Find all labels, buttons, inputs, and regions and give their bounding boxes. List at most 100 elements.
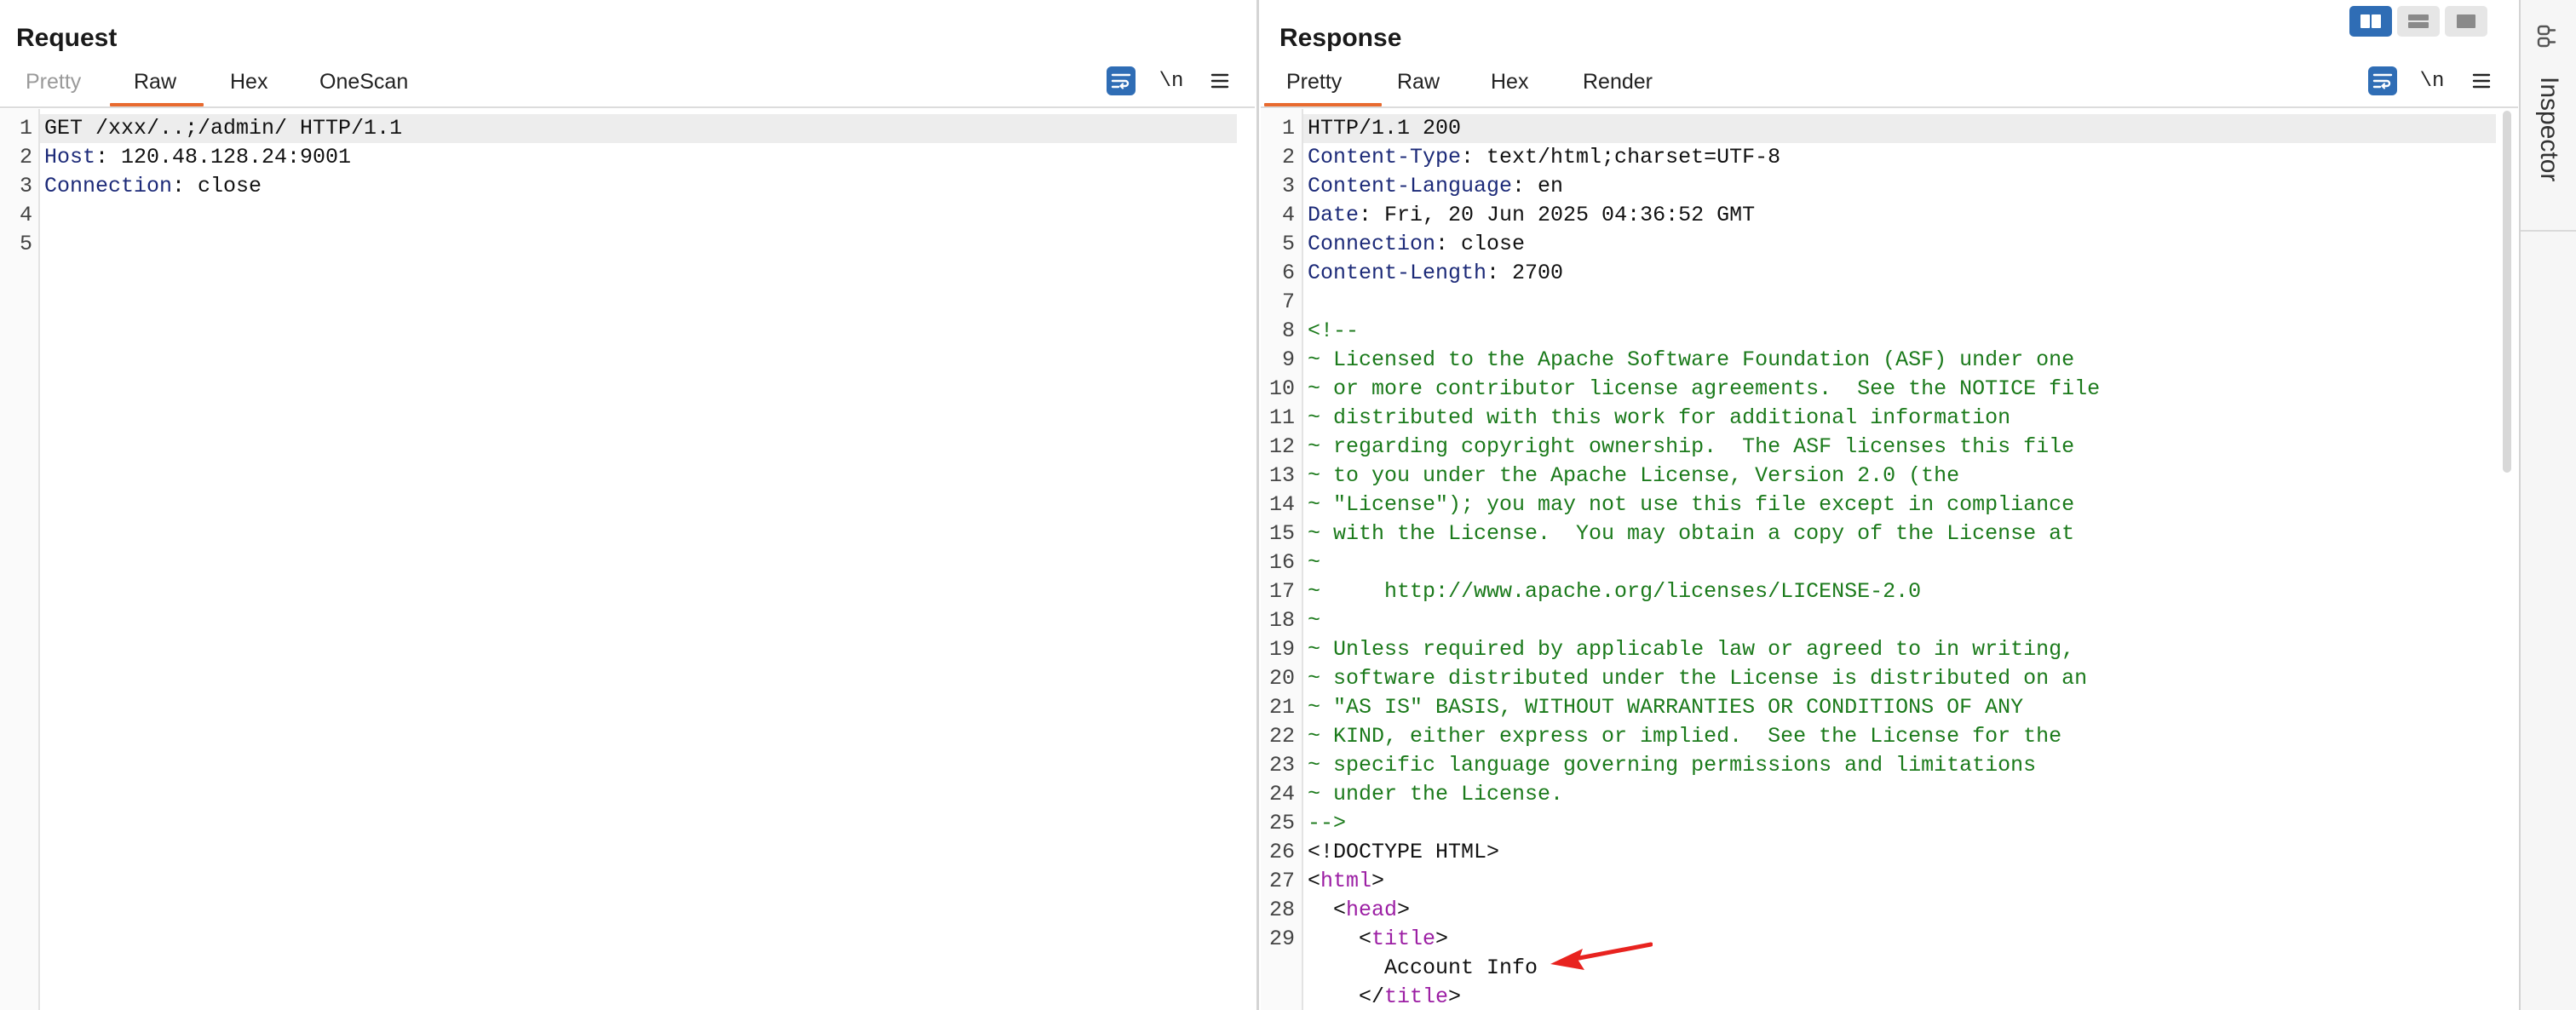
code-token: : en xyxy=(1512,174,1564,198)
line-number: 1 xyxy=(19,116,32,141)
response-tab-pretty[interactable]: Pretty xyxy=(1286,70,1343,94)
request-tab-raw[interactable]: Raw xyxy=(134,70,177,94)
line-number: 17 xyxy=(1268,579,1295,604)
code-token: < xyxy=(1308,898,1347,922)
request-tabs-divider xyxy=(0,106,1255,108)
code-line: ~ "License"); you may not use this file … xyxy=(1308,491,2074,519)
code-token: Connection xyxy=(44,174,173,198)
code-token: </ xyxy=(1308,984,1385,1009)
code-line: HTTP/1.1 200 xyxy=(1308,114,1461,143)
code-line: --> xyxy=(1308,809,1346,838)
line-number: 4 xyxy=(19,203,32,227)
response-tab-render[interactable]: Render xyxy=(1583,70,1653,94)
code-token: Connection xyxy=(1308,232,1436,256)
response-tabs-divider xyxy=(1261,106,2518,108)
code-line: <!-- xyxy=(1308,317,1359,346)
newline-toggle-label: \n xyxy=(2419,69,2445,93)
request-tab-hex[interactable]: Hex xyxy=(230,70,268,94)
code-token: ~ to you under the Apache License, Versi… xyxy=(1308,463,1960,488)
line-number: 20 xyxy=(1268,666,1295,691)
response-wrap-lines-button[interactable] xyxy=(2368,66,2397,95)
code-line: ~ xyxy=(1308,606,1320,635)
line-number: 2 xyxy=(19,145,32,169)
line-number: 6 xyxy=(1281,261,1295,285)
line-number: 7 xyxy=(1281,290,1295,314)
line-number: 9 xyxy=(1281,347,1295,372)
code-line: Host: 120.48.128.24:9001 xyxy=(44,143,351,172)
code-token: ~ Licensed to the Apache Software Founda… xyxy=(1308,347,2075,372)
inspector-panel[interactable]: Inspector xyxy=(2521,0,2576,1010)
code-line: ~ regarding copyright ownership. The ASF… xyxy=(1308,433,2074,462)
code-token: Content-Length xyxy=(1308,261,1487,285)
line-number: 21 xyxy=(1268,695,1295,720)
response-show-newlines-button[interactable]: \n xyxy=(2418,66,2447,95)
current-line-highlight xyxy=(40,114,1237,143)
single-layout-icon xyxy=(2457,14,2475,28)
response-scrollbar[interactable] xyxy=(2501,111,2513,1005)
code-token: --> xyxy=(1308,811,1347,835)
code-token: : 2700 xyxy=(1486,261,1564,285)
code-token: ~ specific language governing permission… xyxy=(1308,753,2037,778)
layout-stacked-button[interactable] xyxy=(2397,6,2440,37)
line-number: 22 xyxy=(1268,724,1295,749)
code-token: ~ "License"); you may not use this file … xyxy=(1308,492,2075,517)
code-line: ~ Licensed to the Apache Software Founda… xyxy=(1308,346,2074,375)
code-line: ~ KIND, either express or implied. See t… xyxy=(1308,722,2061,751)
inspector-divider xyxy=(2519,0,2521,1010)
line-number: 5 xyxy=(1281,232,1295,256)
code-token: Content-Type xyxy=(1308,145,1462,169)
code-token: GET /xxx/..;/admin/ HTTP/1.1 xyxy=(44,116,403,141)
code-token: html xyxy=(1320,869,1372,893)
code-line: ~ xyxy=(1308,548,1320,577)
code-token: : Fri, 20 Jun 2025 04:36:52 GMT xyxy=(1359,203,1756,227)
line-number: 2 xyxy=(1281,145,1295,169)
code-line: Date: Fri, 20 Jun 2025 04:36:52 GMT xyxy=(1308,201,1755,230)
hamburger-menu-icon xyxy=(1210,73,1229,89)
code-token: <!-- xyxy=(1308,318,1360,343)
inspector-separator xyxy=(2521,230,2576,232)
hamburger-menu-icon xyxy=(2472,73,2491,89)
code-token: : close xyxy=(172,174,262,198)
code-line: <title> xyxy=(1308,925,1448,954)
code-line: GET /xxx/..;/admin/ HTTP/1.1 xyxy=(44,114,402,143)
layout-single-button[interactable] xyxy=(2445,6,2487,37)
response-menu-button[interactable] xyxy=(2467,66,2496,95)
request-title: Request xyxy=(16,24,118,52)
newline-toggle-label: \n xyxy=(1159,69,1184,93)
line-number: 28 xyxy=(1268,898,1295,922)
line-number: 25 xyxy=(1268,811,1295,835)
response-tab-hex[interactable]: Hex xyxy=(1491,70,1529,94)
line-number: 3 xyxy=(19,174,32,198)
code-line: ~ Unless required by applicable law or a… xyxy=(1308,635,2074,664)
code-token: ~ with the License. You may obtain a cop… xyxy=(1308,521,2075,546)
code-line: ~ or more contributor license agreements… xyxy=(1308,375,2100,404)
request-active-tab-indicator xyxy=(110,103,204,106)
line-number: 29 xyxy=(1268,927,1295,951)
layout-side-by-side-button[interactable] xyxy=(2349,6,2392,37)
response-tab-raw[interactable]: Raw xyxy=(1397,70,1440,94)
line-number: 14 xyxy=(1268,492,1295,517)
request-tab-onescan[interactable]: OneScan xyxy=(319,70,409,94)
code-line: ~ http://www.apache.org/licenses/LICENSE… xyxy=(1308,577,1921,606)
code-token: title xyxy=(1384,984,1449,1009)
request-show-newlines-button[interactable]: \n xyxy=(1157,66,1186,95)
line-number: 1 xyxy=(1281,116,1295,141)
request-menu-button[interactable] xyxy=(1205,66,1234,95)
code-token: ~ "AS IS" BASIS, WITHOUT WARRANTIES OR C… xyxy=(1308,695,2024,720)
code-token: ~ regarding copyright ownership. The ASF… xyxy=(1308,434,2075,459)
request-tab-pretty[interactable]: Pretty xyxy=(26,70,82,94)
code-line: Account Info xyxy=(1308,954,1538,983)
pane-splitter[interactable] xyxy=(1256,0,1259,1010)
request-wrap-lines-button[interactable] xyxy=(1107,66,1136,95)
inspector-label[interactable]: Inspector xyxy=(2535,77,2563,182)
response-scrollbar-thumb[interactable] xyxy=(2503,111,2511,473)
request-line-gutter xyxy=(0,109,40,1010)
line-number: 19 xyxy=(1268,637,1295,662)
line-number: 16 xyxy=(1268,550,1295,575)
code-line: ~ under the License. xyxy=(1308,780,1563,809)
line-number: 10 xyxy=(1268,376,1295,401)
code-token: : 120.48.128.24:9001 xyxy=(95,145,352,169)
code-token: Host xyxy=(44,145,96,169)
